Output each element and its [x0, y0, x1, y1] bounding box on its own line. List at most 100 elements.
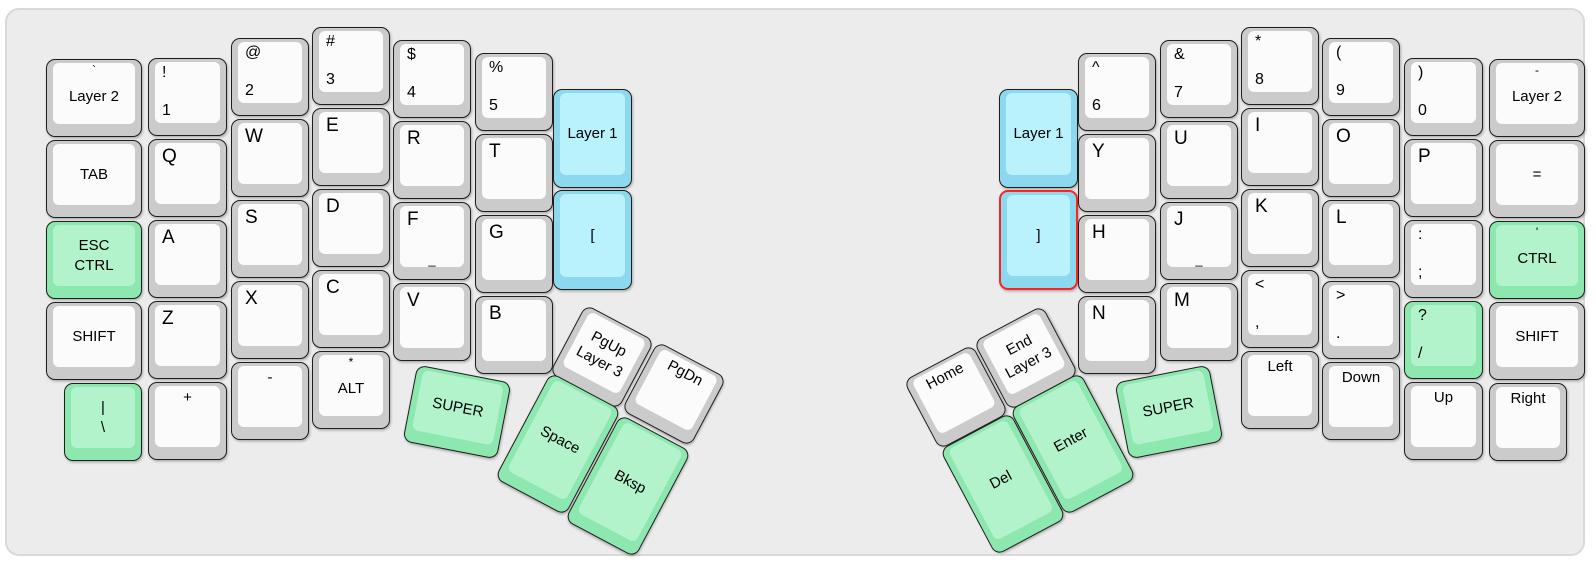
key-8[interactable]: *8 — [1241, 27, 1319, 105]
main-legend: PgDn — [664, 356, 706, 390]
key-legend: Layer 1 — [1006, 93, 1071, 175]
shift-legend: > — [1336, 287, 1346, 304]
key-grave-layer2[interactable]: `Layer 2 — [46, 59, 142, 137]
keycap-top: J_ — [1167, 206, 1231, 267]
key-3[interactable]: #3 — [312, 27, 390, 105]
key-4[interactable]: $4 — [393, 40, 471, 118]
key-a[interactable]: A — [148, 220, 227, 298]
keycap-top: :; — [1411, 224, 1476, 285]
key-v[interactable]: V — [393, 283, 471, 361]
key-w[interactable]: W — [231, 119, 309, 197]
key-alt[interactable]: *ALT — [312, 351, 390, 429]
key-g[interactable]: G — [475, 215, 553, 293]
key-plus[interactable]: + — [148, 382, 227, 460]
key-j[interactable]: J_ — [1160, 202, 1238, 280]
key-u[interactable]: U — [1160, 121, 1238, 199]
key-k[interactable]: K — [1241, 189, 1319, 267]
key-right[interactable]: Right — [1489, 383, 1567, 461]
key-tab[interactable]: TAB — [46, 140, 142, 218]
key-slash[interactable]: ?/ — [1404, 301, 1483, 379]
key-legend: -Layer 2 — [1496, 63, 1578, 124]
key-super-left[interactable]: SUPER — [402, 364, 512, 460]
key-2[interactable]: @2 — [231, 38, 309, 116]
key-layer2-right[interactable]: -Layer 2 — [1489, 59, 1585, 137]
main-legend: | — [101, 398, 105, 416]
key-d[interactable]: D — [312, 189, 390, 267]
key-y[interactable]: Y — [1078, 134, 1156, 212]
main-legend: 1 — [162, 102, 171, 119]
main-legend: R — [407, 128, 421, 149]
key-s[interactable]: S — [231, 200, 309, 278]
key-p[interactable]: P — [1404, 139, 1483, 217]
main-legend: 9 — [1336, 82, 1345, 99]
main-legend: \ — [100, 418, 106, 436]
key-shift-left[interactable]: SHIFT — [46, 302, 142, 380]
key-o[interactable]: O — [1322, 119, 1400, 197]
key-comma[interactable]: <, — [1241, 270, 1319, 348]
key-l[interactable]: L — [1322, 200, 1400, 278]
key-z[interactable]: Z — [148, 301, 227, 379]
key-legend: SUPER — [1122, 370, 1214, 446]
key-up[interactable]: Up — [1404, 382, 1483, 460]
key-x[interactable]: X — [231, 281, 309, 359]
key-minus[interactable]: - — [231, 362, 309, 440]
homing-bar: _ — [1195, 252, 1203, 267]
keycap-top: N — [1085, 300, 1149, 361]
key-r[interactable]: R — [393, 121, 471, 199]
key-shift-right[interactable]: SHIFT — [1489, 302, 1585, 380]
main-legend: I — [1255, 115, 1261, 136]
keycap-top: C — [319, 274, 383, 335]
key-rbracket[interactable]: ] — [999, 190, 1078, 290]
main-legend: SUPER — [1141, 393, 1196, 421]
key-q[interactable]: Q — [148, 139, 227, 217]
key-h[interactable]: H — [1078, 215, 1156, 293]
key-i[interactable]: I — [1241, 108, 1319, 186]
key-lbracket[interactable]: [ — [553, 190, 632, 290]
shift-legend: ! — [162, 64, 167, 81]
main-legend: Layer 1 — [1013, 125, 1064, 143]
keycap-top: )0 — [1411, 62, 1476, 123]
key-b[interactable]: B — [475, 296, 553, 374]
main-legend: Home — [923, 359, 967, 394]
main-legend: = — [1532, 165, 1542, 183]
key-legend: :; — [1411, 224, 1476, 285]
keycap-top: !1 — [155, 62, 220, 123]
key-down[interactable]: Down — [1322, 362, 1400, 440]
key-m[interactable]: M — [1160, 283, 1238, 361]
main-legend: Layer 1 — [567, 125, 618, 143]
key-pipe-backslash[interactable]: |\ — [64, 383, 142, 461]
key-c[interactable]: C — [312, 270, 390, 348]
key-e[interactable]: E — [312, 108, 390, 186]
key-5[interactable]: %5 — [475, 53, 553, 131]
key-left[interactable]: Left — [1241, 351, 1319, 429]
shift-legend: # — [326, 33, 335, 50]
key-legend: ^6 — [1085, 57, 1149, 118]
keycap-top: ^6 — [1085, 57, 1149, 118]
homing-bar: _ — [428, 252, 436, 267]
key-period[interactable]: >. — [1322, 281, 1400, 359]
key-7[interactable]: &7 — [1160, 40, 1238, 118]
keycap-top: = — [1496, 144, 1578, 205]
key-n[interactable]: N — [1078, 296, 1156, 374]
key-f[interactable]: F_ — [393, 202, 471, 280]
main-legend: SHIFT — [72, 327, 116, 345]
key-0[interactable]: )0 — [1404, 58, 1483, 136]
keycap-top: H — [1085, 219, 1149, 280]
key-layer1-left[interactable]: Layer 1 — [553, 89, 632, 188]
main-legend: ALT — [319, 355, 383, 416]
key-9[interactable]: (9 — [1322, 38, 1400, 116]
key-legend: &7 — [1167, 44, 1231, 105]
shift-legend: ^ — [1092, 59, 1100, 76]
key-6[interactable]: ^6 — [1078, 53, 1156, 131]
key-semicolon[interactable]: :; — [1404, 220, 1483, 298]
key-layer1-right[interactable]: Layer 1 — [999, 89, 1078, 188]
main-legend: [ — [590, 226, 595, 244]
main-legend: Z — [162, 308, 174, 329]
key-1[interactable]: !1 — [148, 58, 227, 136]
key-t[interactable]: T — [475, 134, 553, 212]
key-super-right[interactable]: SUPER — [1114, 364, 1224, 460]
key-equals[interactable]: = — [1489, 140, 1585, 218]
key-quote-ctrl[interactable]: 'CTRL — [1489, 221, 1585, 299]
